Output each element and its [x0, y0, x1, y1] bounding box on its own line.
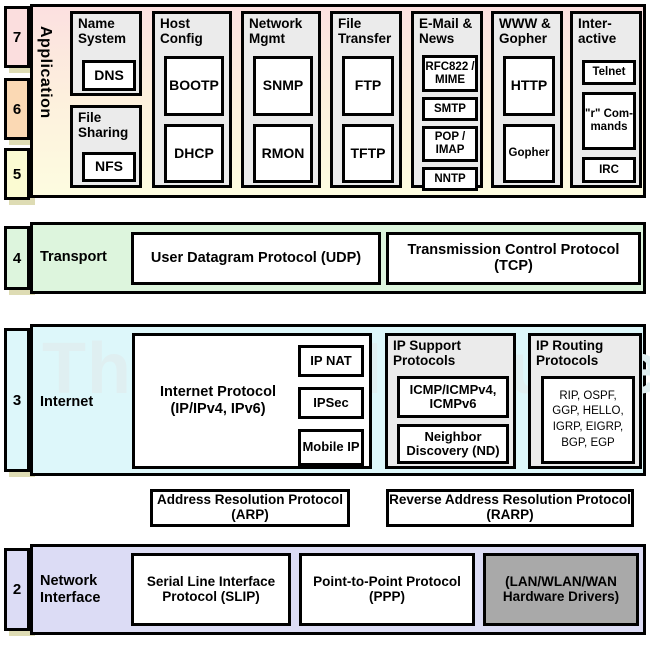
protocol-dhcp[interactable]: DHCP: [164, 124, 224, 183]
group-file-transfer: File Transfer FTP TFTP: [330, 11, 402, 188]
osi-layer-number-5: 5: [4, 148, 30, 200]
osi-layer-number-2: 2: [4, 548, 30, 631]
protocol-neighbor-discovery[interactable]: Neighbor Discovery (ND): [397, 424, 509, 464]
protocol-nfs[interactable]: NFS: [82, 152, 136, 182]
osi-layer-number-2-label: 2: [12, 581, 22, 598]
group-www-gopher-label: WWW & Gopher: [499, 16, 551, 46]
network-interface-layer-title: Network Interface: [40, 573, 101, 606]
group-host-config-label: Host Config: [160, 16, 203, 46]
group-host-config: Host Config BOOTP DHCP: [152, 11, 232, 188]
protocol-snmp[interactable]: SNMP: [253, 56, 313, 116]
osi-layer-number-3: 3: [4, 328, 30, 472]
group-interactive: Inter- active Telnet "r" Com- mands IRC: [570, 11, 642, 188]
protocol-pop-imap[interactable]: POP / IMAP: [422, 126, 478, 162]
protocol-irc[interactable]: IRC: [582, 157, 636, 183]
osi-layer-number-7-label: 7: [12, 28, 22, 46]
group-name-system: Name System DNS: [70, 11, 142, 96]
protocol-routing-list[interactable]: RIP, OSPF, GGP, HELLO, IGRP, EIGRP, BGP,…: [541, 376, 635, 464]
protocol-rmon[interactable]: RMON: [253, 124, 313, 183]
group-network-mgmt: Network Mgmt SNMP RMON: [241, 11, 321, 188]
protocol-gopher[interactable]: Gopher: [503, 124, 555, 183]
application-layer-title: Application: [37, 26, 54, 119]
protocol-slip[interactable]: Serial Line Interface Protocol (SLIP): [131, 553, 291, 626]
protocol-udp[interactable]: User Datagram Protocol (UDP): [131, 232, 381, 285]
protocol-ipsec[interactable]: IPSec: [298, 387, 364, 419]
internet-protocol-label: Internet Protocol (IP/IPv4, IPv6): [159, 384, 276, 418]
osi-layer-number-5-label: 5: [12, 165, 22, 183]
group-network-mgmt-label: Network Mgmt: [249, 16, 303, 46]
protocol-dns[interactable]: DNS: [82, 60, 136, 91]
osi-layer-number-7: 7: [4, 6, 30, 68]
group-file-transfer-label: File Transfer: [338, 16, 392, 46]
protocol-tcp[interactable]: Transmission Control Protocol (TCP): [386, 232, 641, 285]
osi-layer-number-6-label: 6: [12, 100, 22, 118]
transport-layer-title: Transport: [40, 249, 107, 265]
protocol-rfc822-mime[interactable]: RFC822 / MIME: [422, 55, 478, 92]
osi-layer-number-4: 4: [4, 226, 30, 290]
group-file-sharing-label: File Sharing: [78, 110, 129, 140]
group-email-news: E-Mail & News RFC822 / MIME SMTP POP / I…: [411, 11, 483, 191]
protocol-ppp[interactable]: Point-to-Point Protocol (PPP): [299, 553, 475, 626]
protocol-arp[interactable]: Address Resolution Protocol (ARP): [150, 489, 350, 527]
group-file-sharing: File Sharing NFS: [70, 105, 142, 188]
protocol-tftp[interactable]: TFTP: [342, 124, 394, 183]
group-name-system-label: Name System: [78, 16, 127, 46]
protocol-rarp[interactable]: Reverse Address Resolution Protocol (RAR…: [386, 489, 634, 527]
group-ip-routing-protocols-label: IP Routing Protocols: [536, 338, 604, 368]
protocol-r-commands[interactable]: "r" Com- mands: [582, 92, 636, 150]
internet-layer-title: Internet: [40, 394, 94, 410]
protocol-bootp[interactable]: BOOTP: [164, 56, 224, 116]
group-ip-support-protocols-label: IP Support Protocols: [393, 338, 462, 368]
protocol-telnet[interactable]: Telnet: [582, 60, 636, 85]
protocol-nntp[interactable]: NNTP: [422, 167, 478, 191]
group-ip-support-protocols: IP Support Protocols ICMP/ICMPv4, ICMPv6…: [385, 333, 516, 469]
group-email-news-label: E-Mail & News: [419, 16, 473, 46]
protocol-mobile-ip[interactable]: Mobile IP: [298, 429, 364, 466]
internet-protocol-box: Internet Protocol (IP/IPv4, IPv6) IP NAT…: [132, 333, 372, 469]
group-ip-routing-protocols: IP Routing Protocols RIP, OSPF, GGP, HEL…: [528, 333, 642, 469]
protocol-smtp[interactable]: SMTP: [422, 97, 478, 121]
protocol-ftp[interactable]: FTP: [342, 56, 394, 116]
protocol-ip-nat[interactable]: IP NAT: [298, 345, 364, 377]
protocol-hardware-drivers[interactable]: (LAN/WLAN/WAN Hardware Drivers): [483, 553, 639, 626]
osi-layer-number-6: 6: [4, 78, 30, 140]
protocol-http[interactable]: HTTP: [503, 56, 555, 116]
group-interactive-label: Inter- active: [578, 16, 617, 46]
group-www-gopher: WWW & Gopher HTTP Gopher: [491, 11, 563, 188]
protocol-icmp[interactable]: ICMP/ICMPv4, ICMPv6: [397, 376, 509, 418]
osi-layer-number-4-label: 4: [12, 249, 22, 267]
osi-layer-number-3-label: 3: [12, 391, 22, 409]
